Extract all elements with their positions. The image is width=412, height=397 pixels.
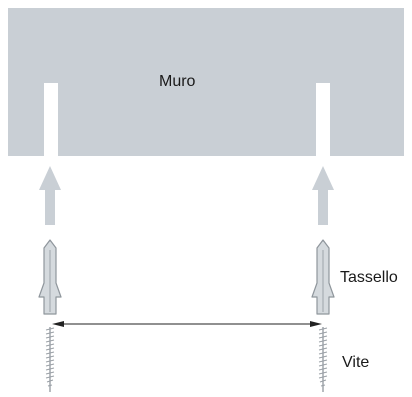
insert-arrow-left-icon [39, 166, 61, 225]
screw-label: Vite [342, 354, 370, 371]
wall-anchor-right-icon [311, 239, 335, 315]
screw-right-icon [318, 327, 328, 392]
wall-label: Muro [159, 73, 196, 90]
anchor-label: Tassello [340, 269, 398, 286]
spacing-dimension-line [52, 321, 322, 327]
screw-left-icon [45, 327, 55, 392]
insert-arrow-right-icon [312, 166, 334, 225]
wall-block [8, 8, 404, 156]
wall-anchor-left-icon [38, 239, 62, 315]
